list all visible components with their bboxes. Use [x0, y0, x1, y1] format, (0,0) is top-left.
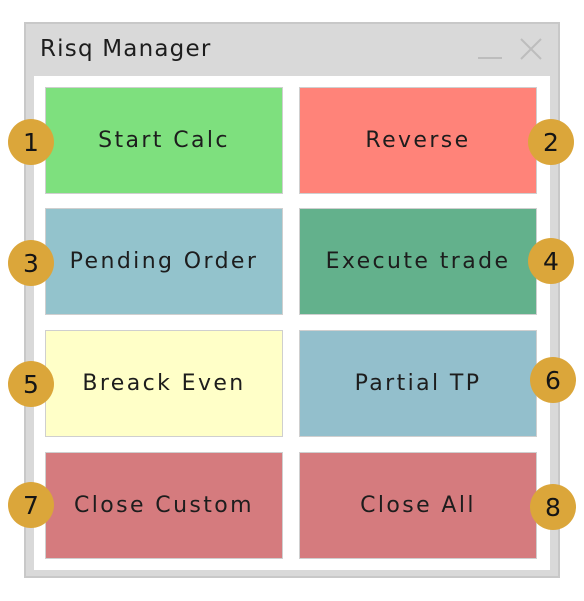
callout-badge-8: 8 — [530, 484, 576, 530]
callout-badge-5: 5 — [8, 361, 54, 407]
minimize-icon[interactable] — [478, 57, 502, 59]
close-icon[interactable] — [519, 37, 543, 61]
break-even-button[interactable]: Breack Even — [45, 330, 283, 437]
callout-badge-2: 2 — [528, 119, 574, 165]
partial-tp-button[interactable]: Partial TP — [299, 330, 537, 437]
close-all-button[interactable]: Close All — [299, 452, 537, 559]
callout-badge-7: 7 — [8, 482, 54, 528]
callout-badge-4: 4 — [528, 238, 574, 284]
reverse-button[interactable]: Reverse — [299, 87, 537, 194]
callout-badge-3: 3 — [8, 240, 54, 286]
callout-badge-1: 1 — [8, 119, 54, 165]
close-custom-button[interactable]: Close Custom — [45, 452, 283, 559]
execute-trade-button[interactable]: Execute trade — [299, 208, 537, 315]
start-calc-button[interactable]: Start Calc — [45, 87, 283, 194]
window-title: Risq Manager — [40, 36, 212, 62]
title-bar[interactable]: Risq Manager — [26, 24, 558, 76]
callout-badge-6: 6 — [530, 357, 576, 403]
pending-order-button[interactable]: Pending Order — [45, 208, 283, 315]
